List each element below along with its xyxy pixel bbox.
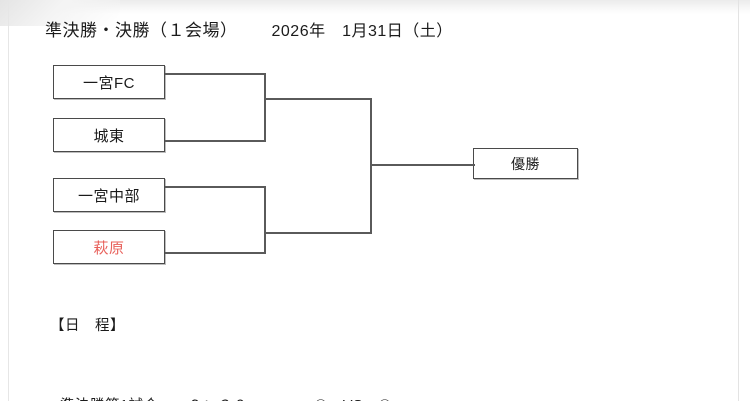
team-box-1: 一宮FC <box>53 65 165 99</box>
team-name-1: 一宮FC <box>83 74 135 92</box>
header: 準決勝・決勝（１会場） 2026年 1月31日（土） <box>45 16 453 41</box>
schedule-heading: 【日 程】 <box>50 318 125 334</box>
connector-team3-out <box>165 186 266 188</box>
connector-semifinal2-merge <box>264 186 266 254</box>
team-box-4: 萩原 <box>53 230 165 264</box>
team-box-3: 一宮中部 <box>53 178 165 212</box>
connector-final-to-champion <box>370 164 475 166</box>
schedule-vs: VS <box>334 396 372 401</box>
connector-team4-out <box>165 252 266 254</box>
connector-semifinal1-winner <box>264 98 372 100</box>
schedule-matchup: ① VS ② <box>308 396 398 401</box>
top-shading <box>0 0 750 14</box>
schedule-block: 【日 程】 準決勝第1試合 ９：３０～ ① VS ② 準決勝第2試合 １１：００… <box>50 276 398 401</box>
schedule-team-a: ① <box>308 396 334 401</box>
team-name-2: 城東 <box>93 127 125 145</box>
connector-team2-out <box>165 140 266 142</box>
schedule-row: 準決勝第1試合 ９：３０～ ① VS ② <box>50 396 398 401</box>
schedule-label: 準決勝第1試合 <box>60 396 188 401</box>
sheet-left-edge <box>8 0 9 401</box>
page-title: 準決勝・決勝（１会場） <box>45 21 238 40</box>
team-box-2: 城東 <box>53 118 165 152</box>
sheet-right-edge <box>738 0 739 401</box>
corner-shading <box>0 0 120 26</box>
connector-semifinal2-winner <box>264 232 372 234</box>
champion-box: 優勝 <box>473 148 578 179</box>
connector-final-merge <box>370 98 372 234</box>
connector-semifinal1-merge <box>264 73 266 142</box>
team-name-4: 萩原 <box>93 239 125 257</box>
event-date: 2026年 1月31日（土） <box>271 23 453 40</box>
team-name-3: 一宮中部 <box>77 187 140 205</box>
schedule-time: ９：３０～ <box>188 396 308 401</box>
champion-label: 優勝 <box>511 155 540 172</box>
schedule-team-b: ② <box>372 396 398 401</box>
connector-team1-out <box>165 73 266 75</box>
